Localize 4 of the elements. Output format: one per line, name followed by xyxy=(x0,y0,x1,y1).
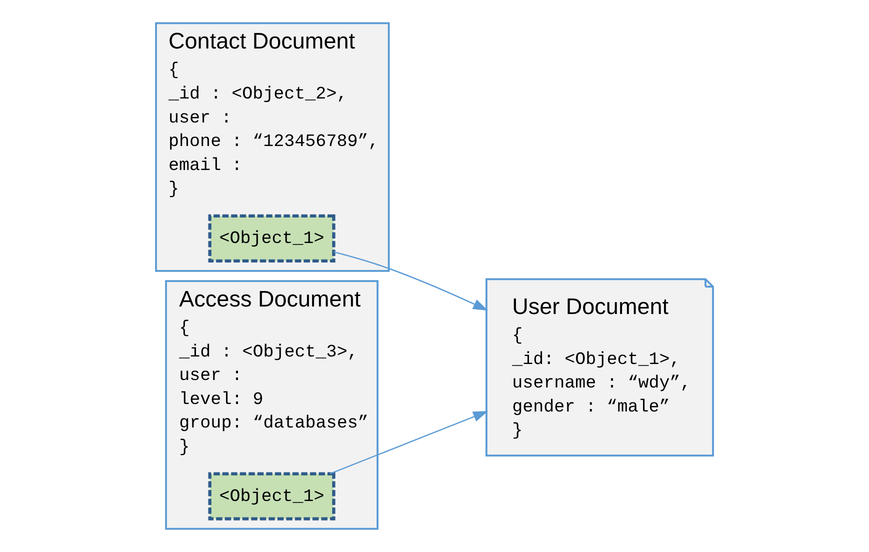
arrow xyxy=(334,251,488,311)
node-box: <Object_1> xyxy=(208,214,336,263)
node-box: <Object_1> xyxy=(208,472,336,520)
arrow xyxy=(330,411,488,474)
